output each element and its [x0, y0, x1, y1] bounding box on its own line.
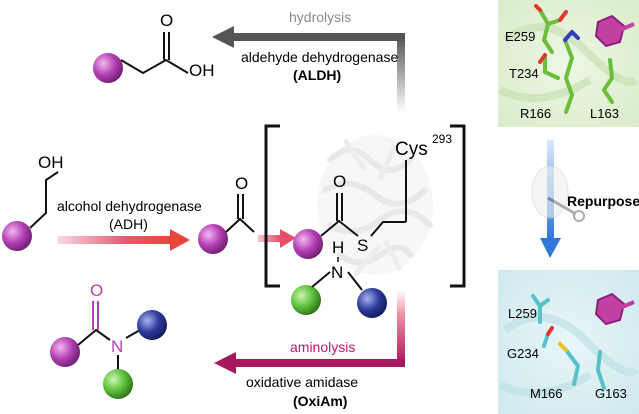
- alcohol-substrate: OH: [2, 153, 64, 251]
- thioester-s-label: S: [357, 236, 368, 255]
- cys-label: Cys: [395, 139, 428, 160]
- aldehyde-o-label: O: [235, 174, 248, 193]
- adh-enzyme-label: alcohol dehydrogenase: [57, 198, 202, 214]
- substrate-ball: [2, 221, 32, 251]
- amine-ball-green: [291, 285, 321, 315]
- nicotinamide-ring-mut: [594, 292, 635, 326]
- amine-reagent: N H: [291, 238, 387, 318]
- repurpose-label: Repurpose: [567, 193, 639, 209]
- amine-ball-blue: [357, 288, 387, 318]
- substrate-ball: [198, 224, 228, 254]
- wt-residue-l163: L163: [590, 106, 619, 121]
- hydrolysis-label: hydrolysis: [289, 9, 351, 25]
- cys-text: Cys: [395, 139, 428, 160]
- hydrolysis-arrow: [212, 26, 405, 112]
- alcohol-oh-label: OH: [38, 153, 64, 172]
- adh-arrow: [58, 229, 190, 251]
- thioester-intermediate: O S Cys 293: [293, 132, 452, 259]
- mut-residue-g234: G234: [507, 346, 539, 361]
- acid-oh-label: OH: [189, 61, 215, 80]
- enzyme-protein-ribbon: [317, 135, 433, 277]
- oxiam-enzyme-label: oxidative amidase: [246, 374, 358, 390]
- substrate-ball: [50, 337, 80, 367]
- wt-residue-e259: E259: [505, 29, 535, 44]
- amide-product: O N: [50, 281, 167, 399]
- amine-h-label: H: [332, 238, 344, 257]
- nicotinamide-ring-wt: [594, 14, 635, 48]
- mut-residue-l259: L259: [508, 306, 537, 321]
- mutant-pocket: L259 G234 M166 G163: [498, 270, 639, 414]
- aldh-abbrev-label: (ALDH): [293, 67, 341, 83]
- carboxylic-acid-product: O OH: [93, 11, 215, 83]
- wt-residue-t234: T234: [509, 66, 539, 81]
- engineering-icon: [531, 165, 585, 222]
- thioester-o-label: O: [333, 172, 346, 191]
- mut-residue-m166: M166: [530, 386, 563, 401]
- mut-residue-g163: G163: [595, 386, 627, 401]
- wild-type-pocket: E259 T234 R166 L163: [498, 0, 639, 127]
- wt-residue-r166: R166: [520, 106, 551, 121]
- acid-bond: [120, 58, 189, 75]
- aminolysis-label: aminolysis: [290, 339, 355, 355]
- bracket-right: [450, 124, 466, 288]
- substrate-ball: [293, 229, 323, 259]
- acid-carbonyl-o: O: [160, 11, 173, 30]
- bracket-left: [264, 124, 280, 288]
- aldh-enzyme-label: aldehyde dehydrogenase: [241, 49, 398, 65]
- substrate-ball: [93, 53, 123, 83]
- aminolysis-arrow: [214, 290, 405, 374]
- amide-o-label: O: [90, 281, 103, 300]
- aldehyde-intermediate: O: [198, 174, 255, 254]
- cys-number-label: 293: [432, 132, 452, 146]
- amide-ball-blue: [137, 310, 167, 340]
- amide-ball-green: [103, 369, 133, 399]
- amine-n-label: N: [331, 263, 343, 282]
- oxiam-abbrev-label: (OxiAm): [293, 393, 347, 409]
- short-arrow: [258, 229, 296, 248]
- adh-abbrev-label: (ADH): [109, 216, 148, 232]
- amide-n-label: N: [111, 337, 123, 356]
